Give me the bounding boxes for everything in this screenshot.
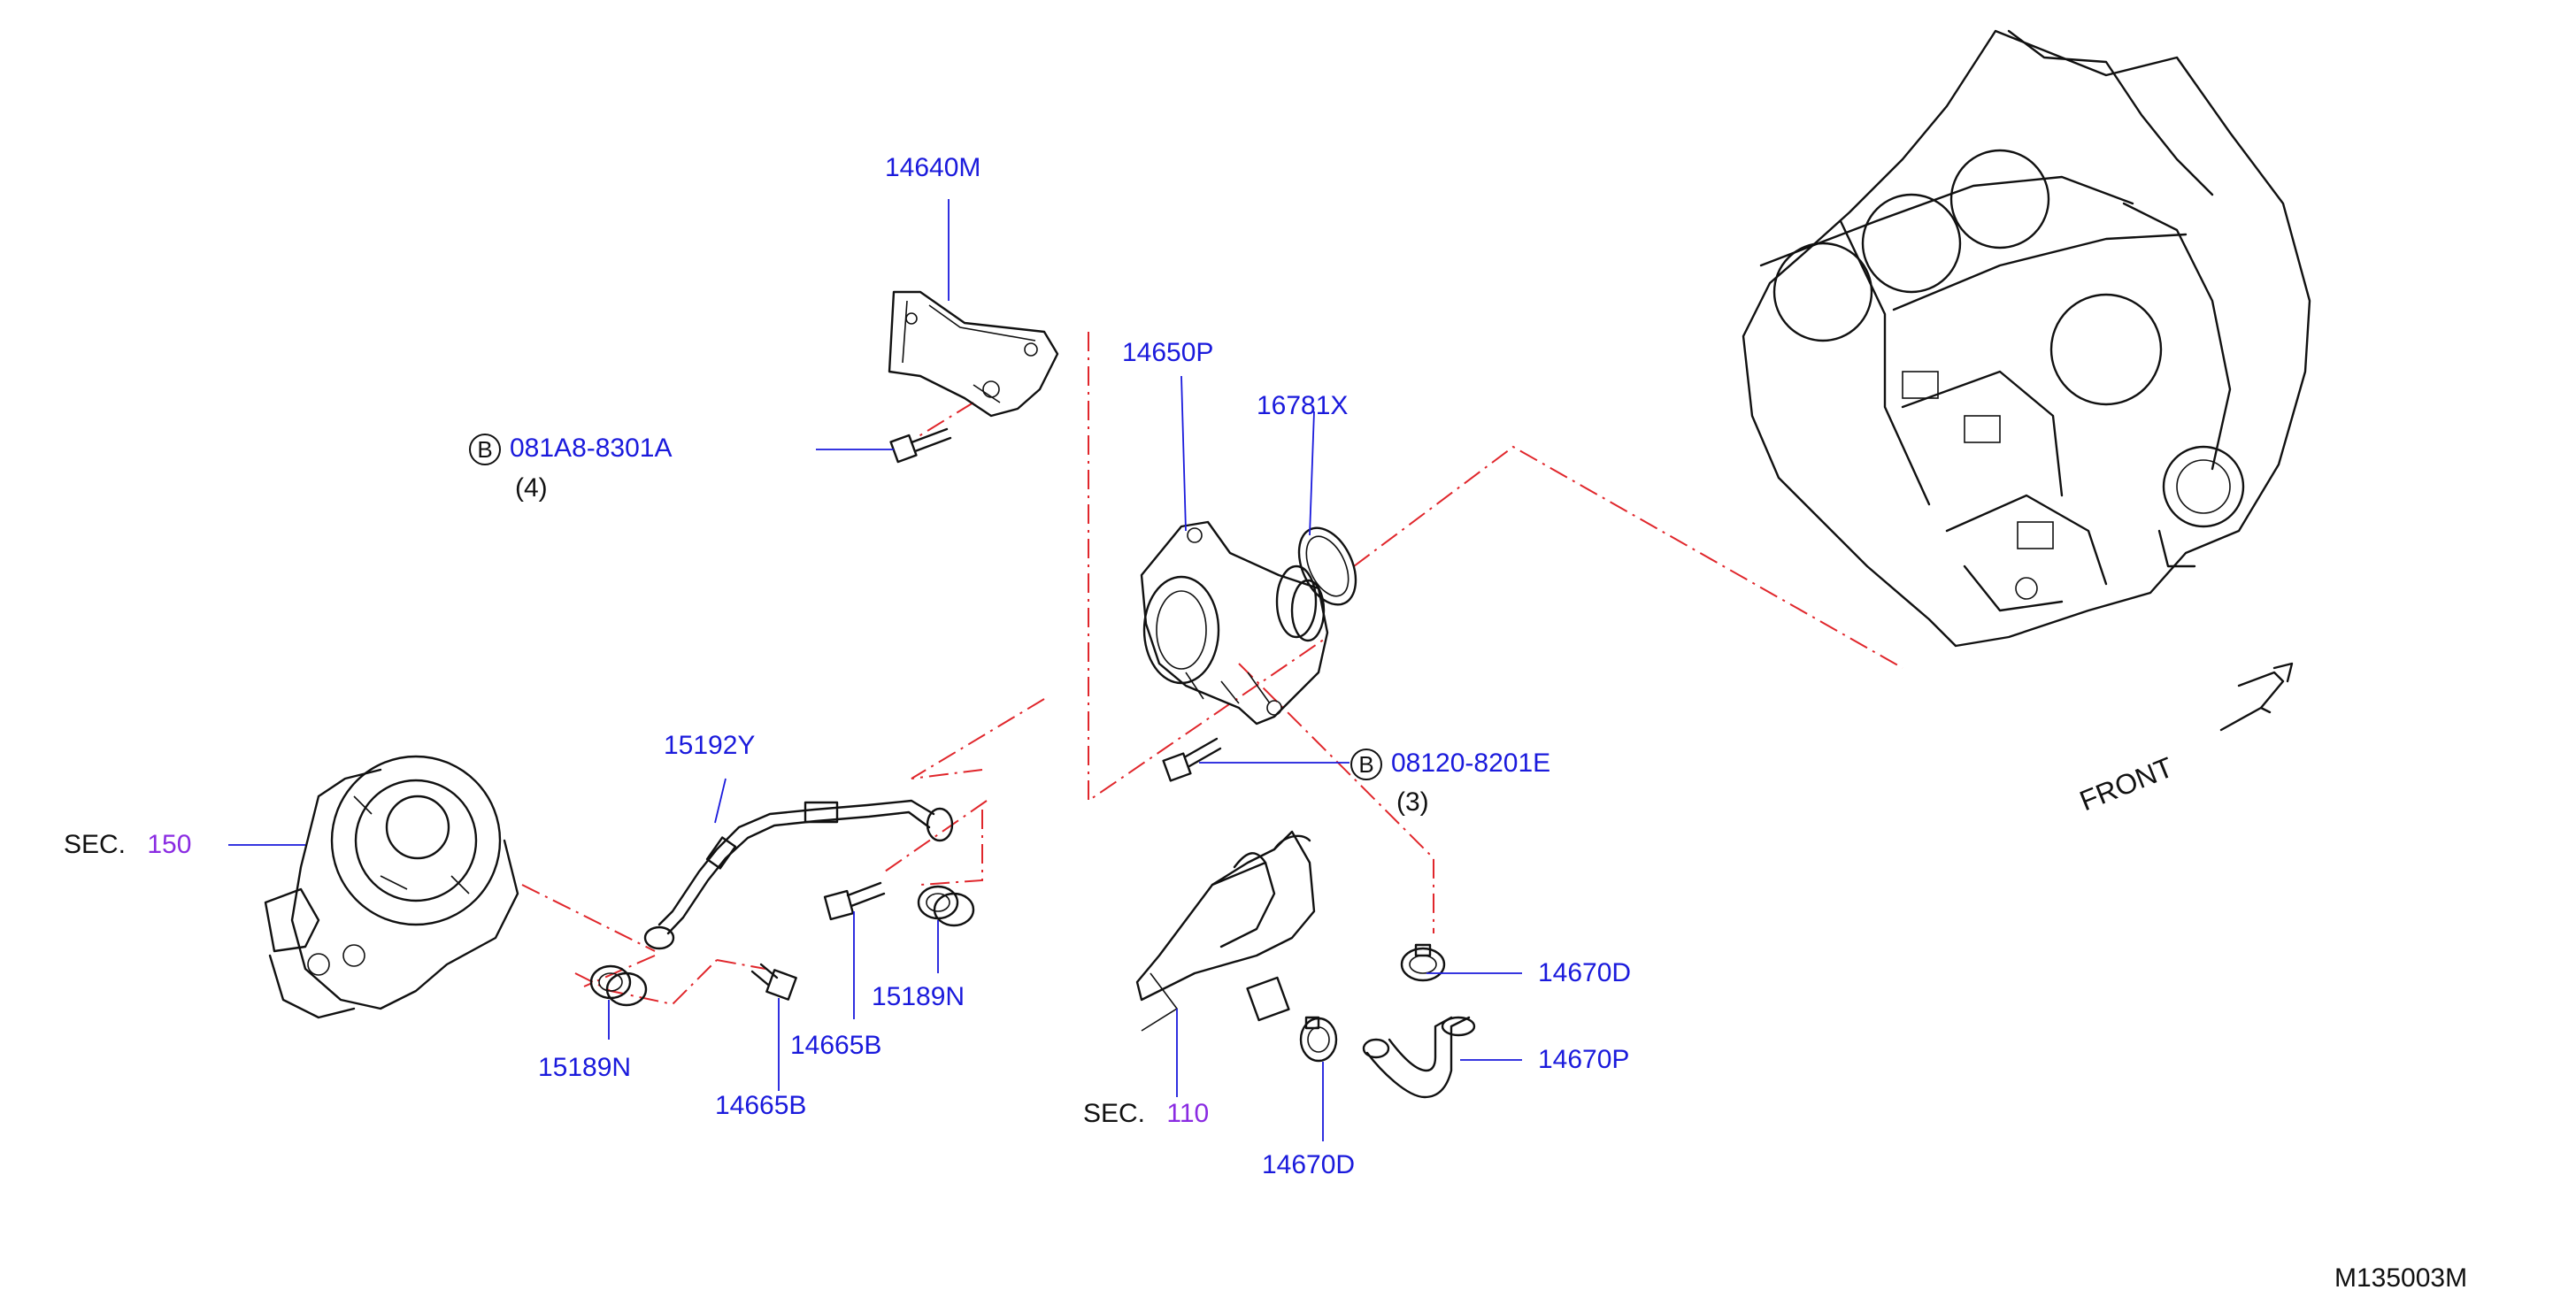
- bolt-symbol-icon: B: [1350, 749, 1382, 781]
- qty-08120-8201e: (3): [1396, 787, 1429, 817]
- oil-pipe-15192y: [643, 799, 954, 950]
- sec-150-number: 150: [147, 830, 192, 859]
- label-08120-8201e-text: 08120-8201E: [1391, 749, 1551, 778]
- sec-110-prefix: SEC.: [1083, 1099, 1146, 1128]
- label-sec-150[interactable]: SEC. 150: [64, 830, 191, 860]
- eye-bolt-14665b-lower: [750, 963, 797, 1001]
- water-outlet-14650p: [1140, 520, 1329, 726]
- sec-150-prefix: SEC.: [64, 830, 127, 859]
- label-14670p[interactable]: 14670P: [1538, 1045, 1630, 1074]
- label-081a8-8301a-text: 081A8-8301A: [510, 434, 673, 463]
- front-arrow-icon: [2219, 662, 2294, 732]
- label-sec-110[interactable]: SEC. 110: [1083, 1099, 1209, 1129]
- bracket-14640m: [888, 290, 1059, 418]
- hose-14670p: [1362, 1016, 1476, 1099]
- hose-clamp-14670d-lower: [1299, 1016, 1338, 1063]
- bolt-08120-8201e: [1162, 737, 1222, 782]
- washer-15189n-right: [917, 885, 975, 927]
- label-14665b-lower[interactable]: 14665B: [715, 1091, 807, 1120]
- label-14665b-upper[interactable]: 14665B: [790, 1031, 882, 1060]
- bolt-symbol-icon: B: [469, 434, 501, 466]
- sec-110-number: 110: [1166, 1099, 1210, 1128]
- label-15189n-left[interactable]: 15189N: [538, 1053, 632, 1082]
- diagram-id: M135003M: [2334, 1263, 2468, 1293]
- label-08120-8201e[interactable]: B 08120-8201E: [1350, 749, 1551, 781]
- eye-bolt-14665b-upper: [823, 881, 886, 921]
- label-16781x[interactable]: 16781X: [1257, 391, 1349, 420]
- turbo-housing-sec150: [264, 755, 519, 1019]
- washer-15189n-left: [589, 964, 648, 1007]
- label-14670d-upper[interactable]: 14670D: [1538, 958, 1632, 987]
- label-15192y[interactable]: 15192Y: [664, 731, 756, 760]
- label-15189n-right[interactable]: 15189N: [872, 982, 965, 1011]
- label-14640m[interactable]: 14640M: [885, 153, 981, 182]
- bolt-081a8-8301a: [889, 427, 952, 464]
- qty-081a8-8301a: (4): [515, 473, 548, 503]
- leader-lines: [228, 199, 1522, 1141]
- engine-block: [1742, 29, 2311, 648]
- bracket-sec110: [1135, 830, 1316, 1032]
- label-081a8-8301a[interactable]: B 081A8-8301A: [469, 434, 673, 466]
- label-14650p[interactable]: 14650P: [1122, 338, 1214, 367]
- hose-clamp-14670d-upper: [1400, 943, 1446, 982]
- label-14670d-lower[interactable]: 14670D: [1262, 1150, 1356, 1179]
- centerlines: [521, 332, 1903, 1006]
